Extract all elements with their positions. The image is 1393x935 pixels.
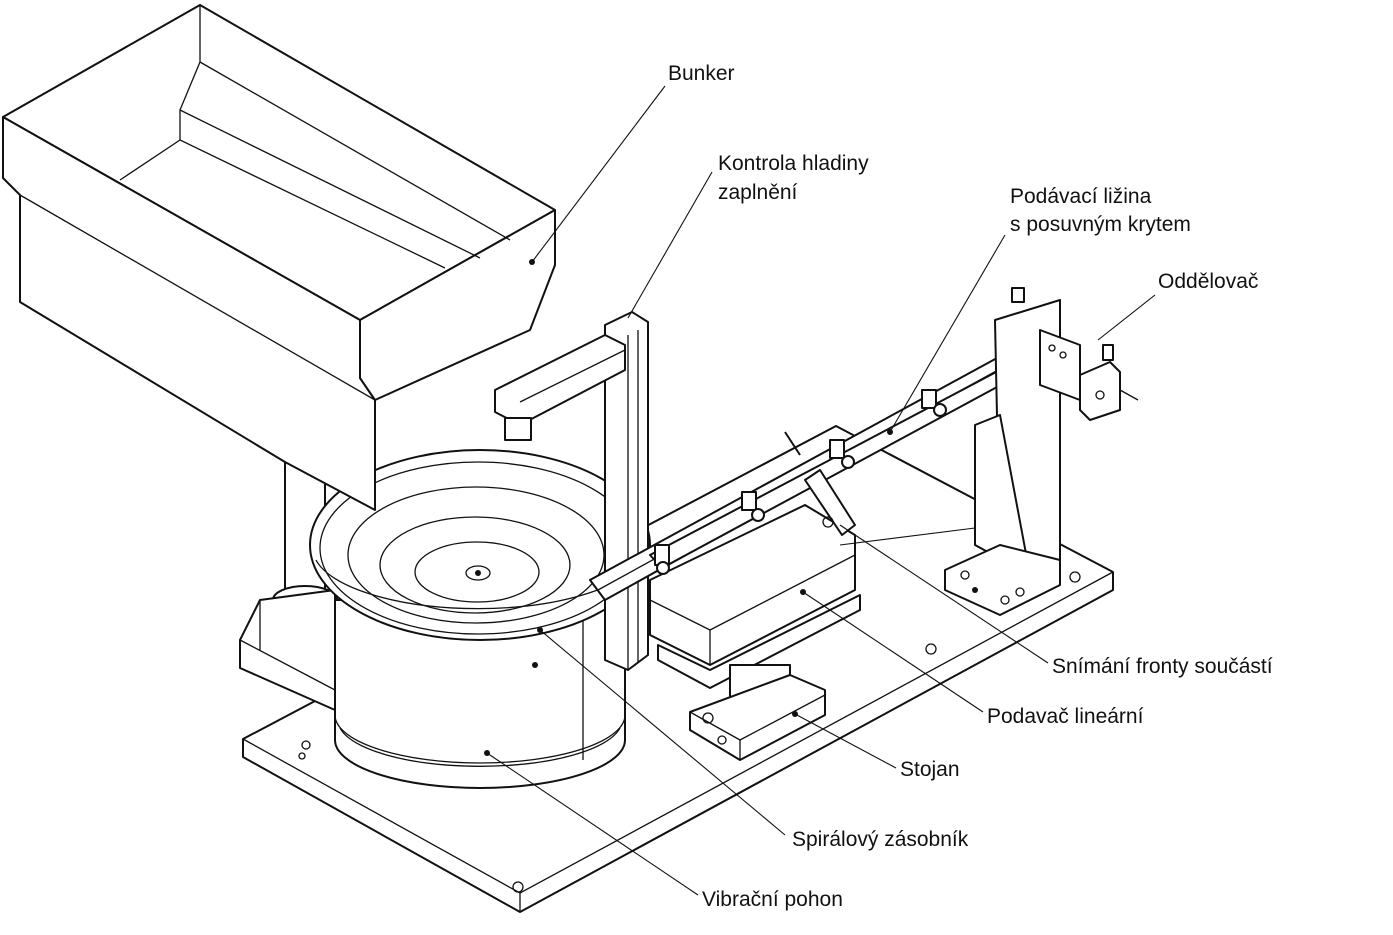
label-snimani: Snímání fronty součástí bbox=[1052, 655, 1273, 678]
label-oddelovac: Oddělovač bbox=[1158, 270, 1259, 293]
label-kontrola-line1: Kontrola hladiny bbox=[718, 152, 869, 175]
vibration-drive bbox=[334, 599, 626, 789]
stand bbox=[689, 664, 826, 761]
label-bunker: Bunker bbox=[668, 62, 735, 85]
label-spiralovy: Spirálový zásobník bbox=[792, 828, 969, 851]
label-kontrola-line2: zaplnění bbox=[718, 181, 798, 204]
label-vibracni: Vibrační pohon bbox=[702, 888, 843, 911]
front-sensor bbox=[804, 469, 856, 536]
label-stojan: Stojan bbox=[900, 758, 960, 781]
separator bbox=[1011, 287, 1139, 421]
spiral-bowl bbox=[309, 449, 651, 668]
linear-feeder bbox=[649, 504, 861, 689]
label-podavaci-line1: Podávací ližina bbox=[1010, 185, 1152, 208]
rail-bracket bbox=[944, 299, 1061, 616]
label-podavaci-line2: s posuvným krytem bbox=[1010, 213, 1191, 236]
leader-lines bbox=[486, 85, 1156, 896]
label-podavac: Podavač lineární bbox=[987, 705, 1144, 728]
hopper bbox=[2, 4, 556, 511]
